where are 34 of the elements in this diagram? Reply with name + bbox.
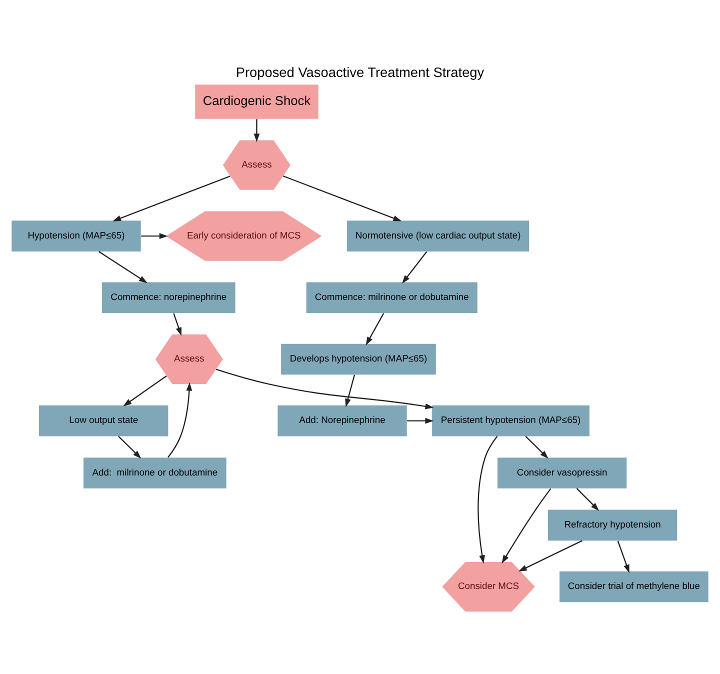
arrow: [345, 374, 356, 408]
arrow: [173, 313, 182, 336]
arrow: [123, 375, 167, 406]
arrow: [168, 382, 192, 458]
arrow: [254, 119, 260, 142]
arrow: [366, 313, 384, 346]
arrow: [282, 175, 402, 222]
node-box: Consider vasopressin: [498, 458, 627, 488]
arrow: [617, 540, 630, 573]
arrow: [118, 436, 142, 459]
arrow: [576, 488, 600, 511]
arrow: [525, 436, 548, 459]
node-box: Add: milrinone or dobutamine: [84, 458, 226, 488]
arrow: [407, 418, 434, 424]
node-box: Refractory hypotension: [548, 510, 678, 541]
node-box: Consider trial of methylene blue: [560, 571, 708, 602]
node-box: Low output state: [39, 405, 168, 436]
node-box: Develops hypotension (MAP≤65): [281, 344, 436, 375]
arrow: [402, 251, 428, 284]
node-box: Cardiogenic Shock: [195, 84, 318, 119]
node-box: Commence: milrinone or dobutamine: [306, 282, 478, 314]
node-box: Normotensive (low cardiac output state): [346, 220, 530, 252]
arrow: [502, 488, 552, 564]
node-box: Commence: norepinephrine: [102, 282, 236, 314]
node-box: Hypotension (MAP≤65): [12, 220, 141, 252]
arrow: [518, 540, 582, 572]
node-box: Persistent hypotension (MAP≤65): [432, 405, 590, 436]
arrow: [141, 233, 168, 239]
diagram-title: Proposed Vasoactive Treatment Strategy: [236, 64, 484, 80]
arrow: [112, 176, 230, 222]
arrow: [216, 368, 434, 410]
node-box: Add: Norepinephrine: [278, 405, 407, 436]
arrow: [478, 436, 498, 564]
arrow: [98, 251, 148, 284]
